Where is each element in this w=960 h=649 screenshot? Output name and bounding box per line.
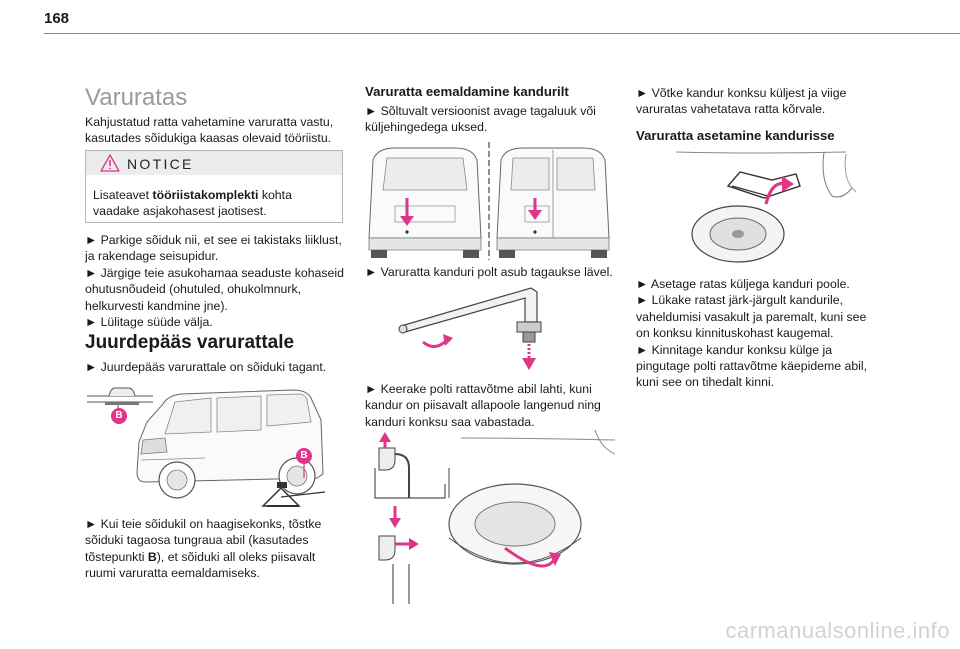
wheel-brace-drawing (398, 287, 542, 370)
placement-heading: Varuratta asetamine kandurisse (636, 128, 835, 143)
hook-release-drawing (374, 429, 615, 604)
removal-heading: Varuratta eemaldamine kandurilt (365, 84, 569, 99)
toolkit-reference: tööriistakomplekti (152, 188, 259, 202)
placement-steps: ► Asetage ratas küljega kanduri poole. ►… (636, 276, 880, 391)
step-list: ► Parkige sõiduk nii, et see ei takistak… (85, 232, 347, 330)
jack-step: ► Kui teie sõidukil on haagisekonks, tõs… (85, 516, 347, 582)
watermark: carmanualsonline.info (725, 618, 950, 643)
van-drawing (87, 387, 326, 507)
notice-label: NOTICE (127, 156, 194, 172)
hook-release-illustration (365, 428, 615, 604)
rear-doors-illustration (365, 142, 615, 260)
carrier-drawing (675, 151, 857, 263)
notice-header: NOTICE (86, 151, 342, 175)
lift-point-letter: B (147, 549, 157, 564)
step-item: ► Kinnitage kandur konksu külge ja pingu… (636, 342, 868, 390)
step-item: ► Lükake ratast järk-järgult kandurile, … (636, 293, 867, 341)
notice-text-end: kohta vaadake asjakohasest jaotisest. (93, 188, 292, 219)
notice-text: Lisateavet tööriistakomplekti kohta vaad… (93, 187, 339, 220)
step-item: ► Parkige sõiduk nii, et see ei takistak… (85, 233, 342, 264)
lift-point-badge: B (296, 448, 312, 464)
bolt-location-step: ► Varuratta kanduri polt asub tagaukse l… (365, 265, 613, 279)
wheel-brace-illustration (365, 282, 615, 374)
lift-point-badge: B (111, 408, 127, 424)
carrier-illustration (636, 150, 886, 270)
jack-step-start: ► Kui teie sõidukil on haagisekonks, tõs… (85, 517, 322, 564)
loosen-step: ► Keerake polti rattavõtme abil lahti, k… (365, 382, 601, 429)
hook-step: ► Võtke kandur konksu küljest ja viige v… (636, 86, 847, 117)
header-rule (44, 33, 960, 34)
jack-step-end: ), et sõiduki all oleks piisavalt ruumi … (85, 549, 316, 581)
access-heading: Juurdepääs varurattale (85, 332, 295, 353)
notice-box: NOTICE Lisateavet tööriistakomplekti koh… (85, 150, 343, 223)
step-item: ► Järgige teie asukohamaa seaduste kohas… (85, 265, 344, 313)
page-number: 168 (44, 10, 70, 27)
warning-icon (100, 154, 120, 172)
notice-text-start: Lisateavet (93, 188, 153, 202)
van-jack-illustration: B B (85, 382, 347, 510)
intro-text: Kahjustatud ratta vahetamine varuratta v… (85, 115, 334, 146)
step-item: ► Asetage ratas küljega kanduri poole. (636, 277, 850, 291)
section-title: Varuratas (85, 84, 188, 111)
step-item: ► Lülitage süüde välja. (85, 315, 213, 330)
removal-step: ► Sõltuvalt versioonist avage tagaluuk v… (365, 104, 596, 135)
rear-doors-drawing (368, 142, 610, 260)
access-step: ► Juurdepääs varurattale on sõiduki taga… (85, 360, 327, 374)
